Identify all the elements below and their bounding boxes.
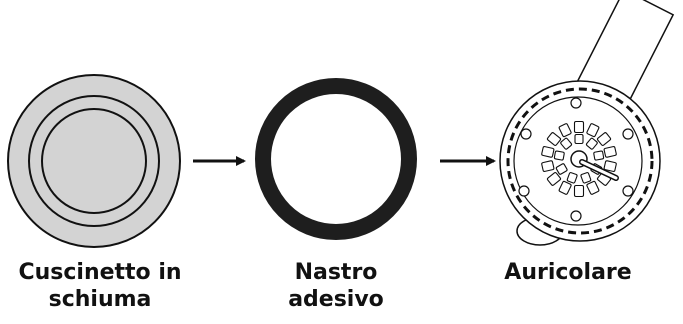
grille-slot xyxy=(553,150,565,161)
grille-slot xyxy=(546,172,562,186)
earpiece-icon xyxy=(499,0,675,246)
label-earpiece-text: Auricolare xyxy=(504,260,632,285)
grille-slot xyxy=(585,137,598,150)
grille-slot xyxy=(573,120,585,134)
grille-slot xyxy=(580,172,592,184)
grille-slot xyxy=(586,123,600,138)
label-foam-line1: Cuscinetto in xyxy=(18,260,182,285)
grille-slot xyxy=(603,146,617,158)
adhesive-ring-icon xyxy=(255,78,417,240)
grille-slot xyxy=(573,184,585,198)
label-foam-line2: schiuma xyxy=(48,287,152,312)
grille-slot xyxy=(558,123,572,138)
grille-slot xyxy=(593,150,605,161)
grille-slot xyxy=(566,172,578,184)
label-tape-line1: Nastro xyxy=(294,260,378,285)
grille-slot xyxy=(541,160,555,172)
grille-slot xyxy=(558,180,572,195)
label-earpiece: Auricolare xyxy=(468,259,668,286)
grille-slot xyxy=(546,132,562,146)
speaker-grille xyxy=(541,120,617,198)
grille-slot xyxy=(586,180,600,195)
grille-slot xyxy=(574,133,584,145)
label-adhesive-tape: Nastro adesivo xyxy=(236,259,436,313)
label-tape-line2: adesivo xyxy=(288,287,384,312)
earpiece-holes xyxy=(518,97,634,222)
grille-slot xyxy=(555,163,568,175)
grille-slot xyxy=(560,137,573,150)
grille-slot xyxy=(596,132,612,146)
adhesive-placement-ring xyxy=(506,87,654,235)
grille-slot xyxy=(541,146,555,158)
grille-slot xyxy=(603,160,617,172)
foam-cushion-icon xyxy=(7,74,181,248)
label-foam-cushion: Cuscinetto in schiuma xyxy=(0,259,200,313)
